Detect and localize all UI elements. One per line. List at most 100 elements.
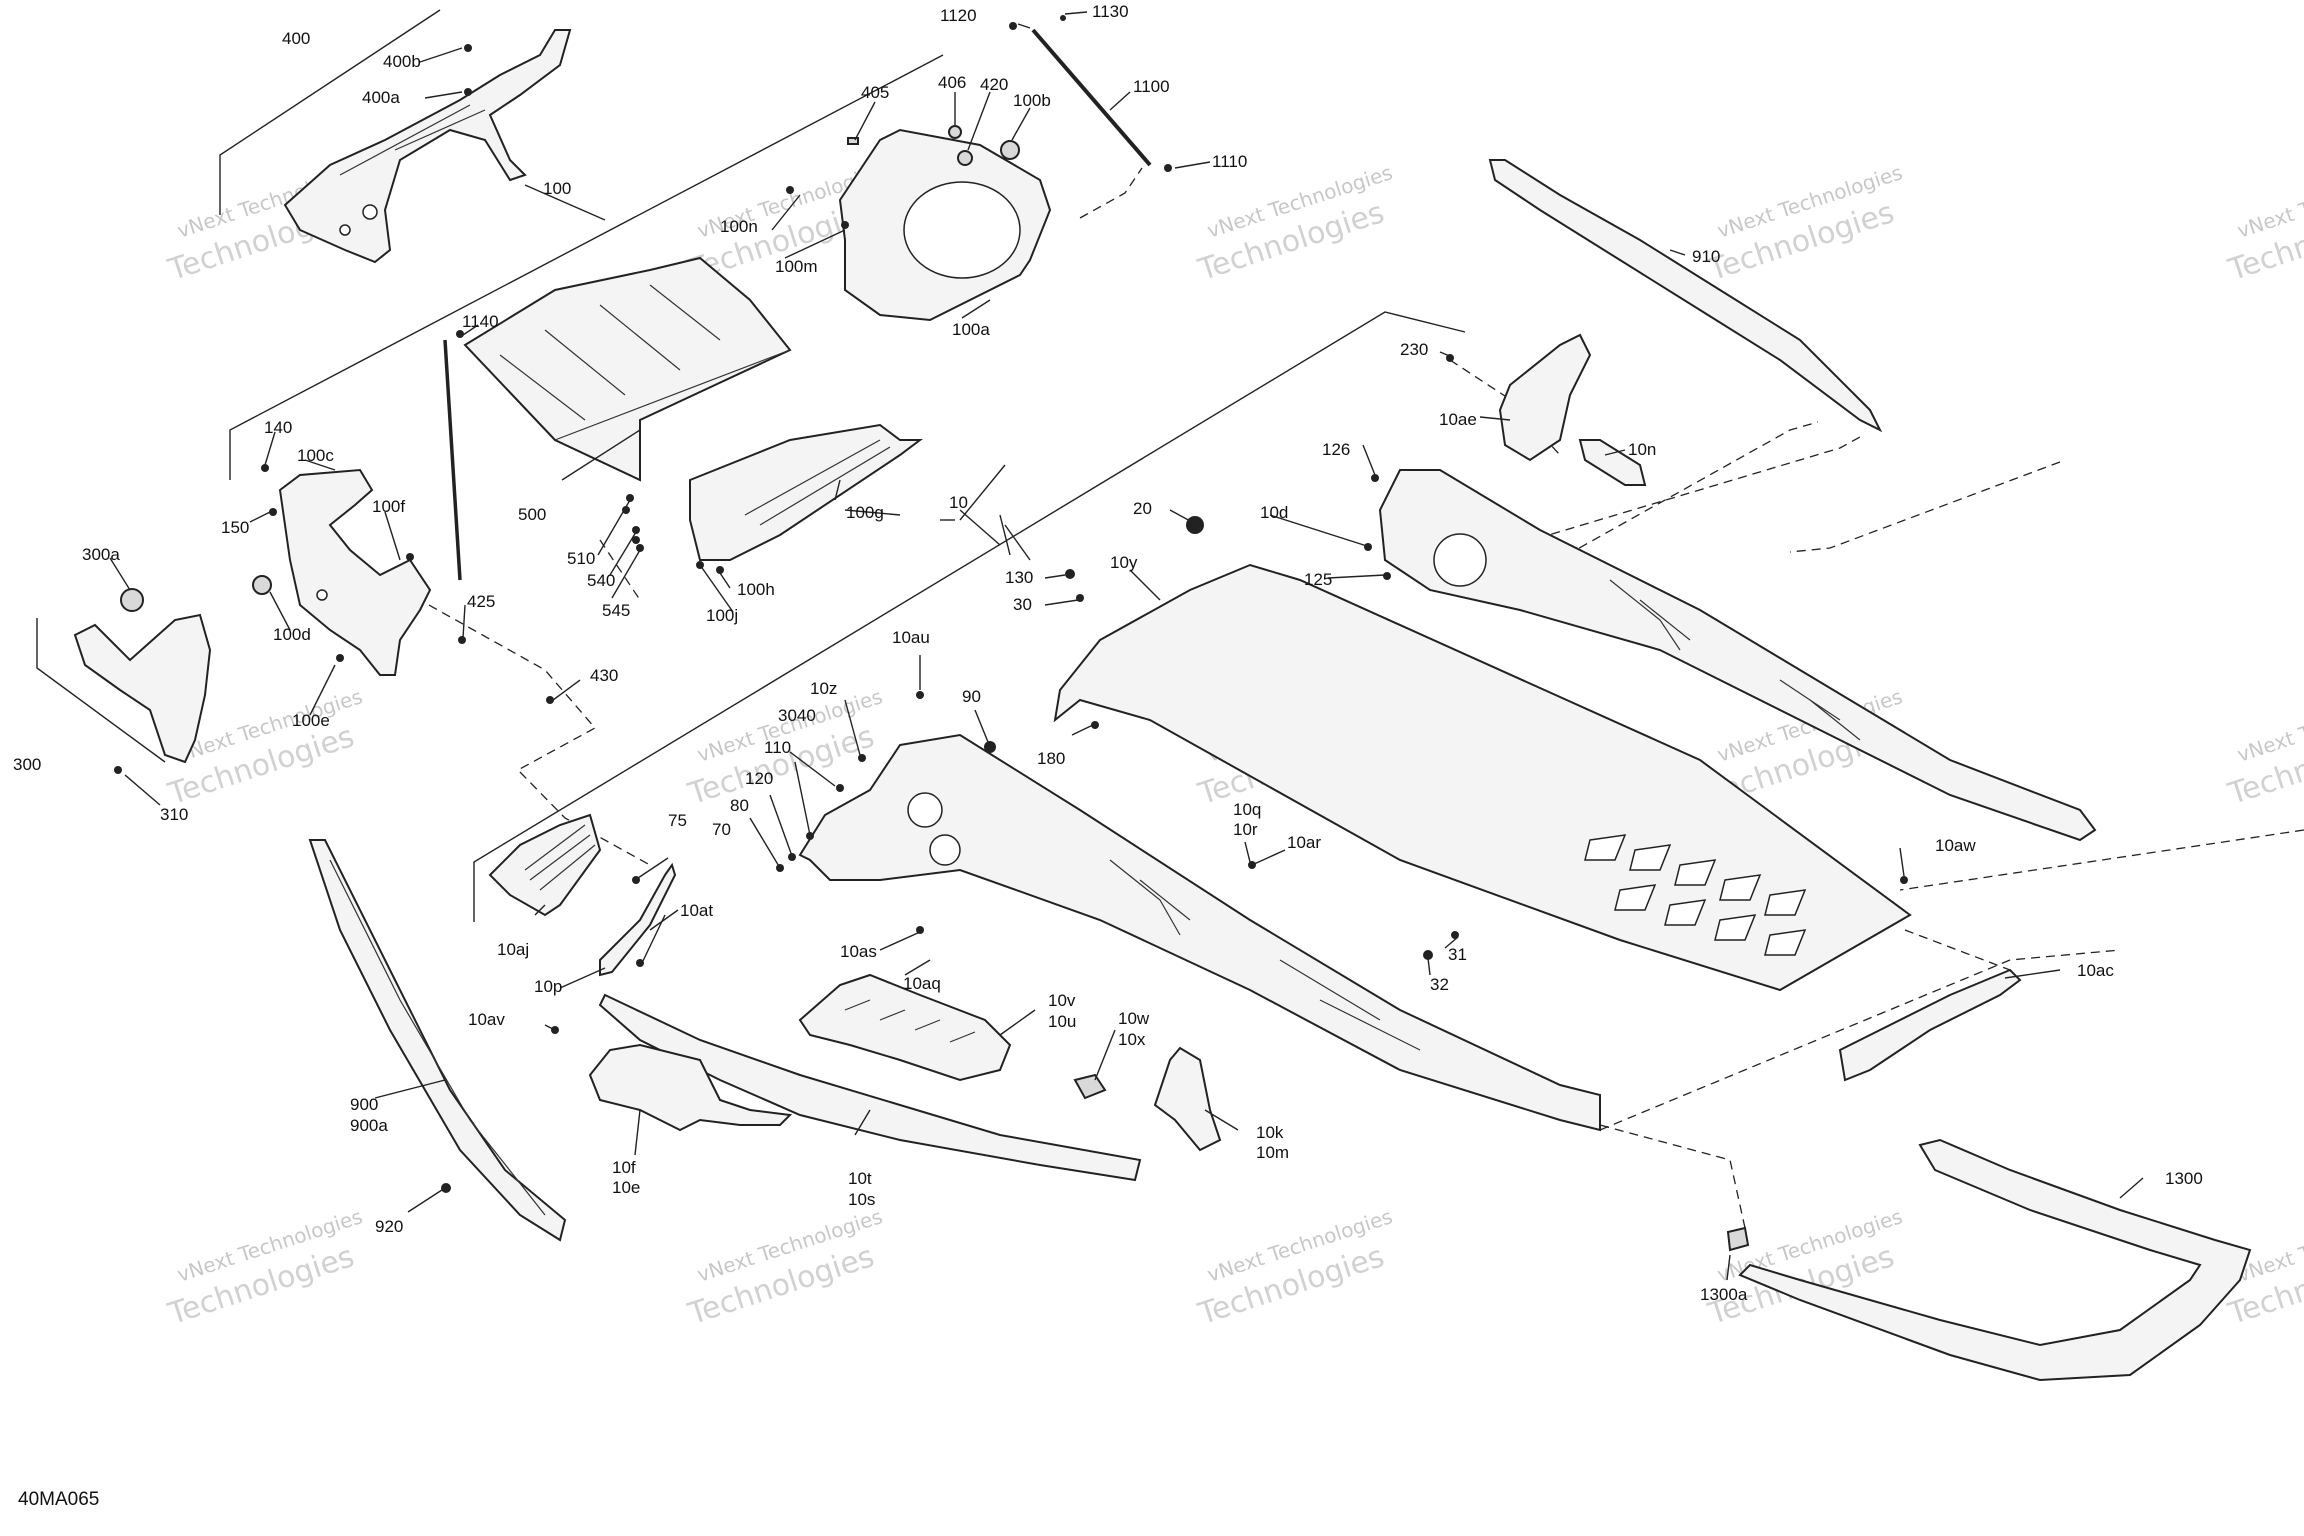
callout-910: 910: [1692, 247, 1720, 266]
callout-31: 31: [1448, 945, 1467, 964]
callout-10z: 10z: [810, 679, 837, 698]
callout-10ac: 10ac: [2077, 961, 2114, 980]
callout-10aq: 10aq: [903, 974, 941, 993]
callout-1300: 1300: [2165, 1169, 2203, 1188]
callout-10n: 10n: [1628, 440, 1656, 459]
fastener-1130: [1060, 15, 1066, 21]
assembly-line: [1789, 461, 2061, 553]
parts: [73, 15, 2252, 1382]
callout-10at: 10at: [680, 901, 713, 920]
upper-panel-500: [463, 256, 792, 482]
fastener-1120: [1009, 22, 1017, 30]
bracket-300: [36, 618, 166, 763]
tunnel-hole: [907, 792, 943, 828]
main-tunnel-left: [798, 733, 1601, 1132]
callout-100: 100: [543, 179, 571, 198]
assembly-line: [1904, 929, 2011, 971]
callout-10aj: 10aj: [497, 940, 529, 959]
hoop-opening: [903, 181, 1021, 279]
callout-labels: 400 400b 400a 1120 1130 1100 1110 405 40…: [13, 2, 2203, 1304]
assembly-line: [1599, 949, 2121, 1131]
callout-100n: 100n: [720, 217, 758, 236]
callout-10ar: 10ar: [1287, 833, 1321, 852]
callout-1300a: 1300a: [1700, 1285, 1748, 1304]
callout-540: 540: [587, 571, 615, 590]
callout-100m: 100m: [775, 257, 818, 276]
callout-310: 310: [160, 805, 188, 824]
assembly-line: [1469, 1089, 1746, 1229]
callout-405: 405: [861, 83, 889, 102]
callout-10t: 10t: [848, 1169, 872, 1188]
callout-10x: 10x: [1118, 1030, 1146, 1049]
watermark: vNext Technologies Technologies: [1193, 160, 1395, 288]
right-side-rail-10d: [1378, 469, 2097, 842]
bracket-10: [473, 311, 1466, 922]
callout-10q: 10q: [1233, 800, 1261, 819]
bracket-10ae: [1498, 333, 1592, 462]
bracket-100: [229, 54, 944, 480]
plate-10w: [1073, 1073, 1107, 1100]
panel-ribs: [499, 284, 791, 441]
callout-126: 126: [1322, 440, 1350, 459]
callout-406: 406: [938, 73, 966, 92]
assembly-line: [1899, 829, 2304, 891]
rail-cutouts: [1609, 579, 1861, 741]
callout-10f: 10f: [612, 1158, 636, 1177]
part-edge: [329, 859, 546, 1216]
bracket-10aj: [488, 813, 602, 917]
callout-230: 230: [1400, 340, 1428, 359]
callout-10k: 10k: [1256, 1123, 1284, 1142]
callout-510: 510: [567, 549, 595, 568]
callout-10s: 10s: [848, 1190, 875, 1209]
mount-hole: [339, 224, 351, 236]
side-upright-100c: [278, 468, 432, 676]
fastener-1110: [1164, 164, 1172, 172]
cap-100b: [1000, 140, 1020, 160]
tunnel-hole: [929, 834, 961, 866]
callout-400a: 400a: [362, 88, 400, 107]
callout-100b: 100b: [1013, 91, 1051, 110]
bumper-300a: [120, 588, 144, 612]
callout-10av: 10av: [468, 1010, 505, 1029]
callout-10m: 10m: [1256, 1143, 1289, 1162]
callout-400: 400: [282, 29, 310, 48]
part-edge: [744, 439, 891, 526]
callout-75: 75: [668, 811, 687, 830]
cap-1300a: [1726, 1226, 1750, 1252]
bolt-405: [847, 137, 859, 145]
callout-545: 545: [602, 601, 630, 620]
watermark: vNext Technologies Technologies: [2223, 160, 2304, 288]
callout-1140: 1140: [462, 312, 499, 331]
support-rod-1100: [1031, 28, 1152, 167]
callout-120: 120: [745, 769, 773, 788]
callout-10v: 10v: [1048, 991, 1076, 1010]
part-edge: [339, 104, 486, 176]
washer-406: [948, 125, 962, 139]
callout-10d: 10d: [1260, 503, 1288, 522]
grommet-100d: [252, 575, 272, 595]
callout-180: 180: [1037, 749, 1065, 768]
callout-10ae: 10ae: [1439, 410, 1477, 429]
callout-1100: 1100: [1133, 77, 1170, 96]
rear-bumper-1300: [1738, 1138, 2252, 1382]
leader-lines: [109, 11, 2144, 1281]
diagram-reference-code: 40MA065: [18, 1489, 99, 1510]
callout-10e: 10e: [612, 1178, 640, 1197]
callout-900a: 900a: [350, 1116, 388, 1135]
lower-strip-10t: [598, 993, 1142, 1182]
callout-32: 32: [1430, 975, 1449, 994]
callout-80: 80: [730, 796, 749, 815]
callout-70: 70: [712, 820, 731, 839]
callout-100g: 100g: [846, 503, 884, 522]
callout-400b: 400b: [383, 52, 421, 71]
tunnel-cutouts: [1109, 859, 1421, 1051]
reinforcement-100g: [689, 423, 923, 561]
callout-10p: 10p: [534, 977, 562, 996]
callout-10u: 10u: [1048, 1012, 1076, 1031]
callout-150: 150: [221, 518, 249, 537]
watermark: vNext Technologies Technologies: [163, 1204, 365, 1332]
assembly-line: [1539, 421, 1819, 571]
rod-1140: [443, 339, 462, 581]
watermark: vNext Technologies Technologies: [1703, 160, 1905, 288]
